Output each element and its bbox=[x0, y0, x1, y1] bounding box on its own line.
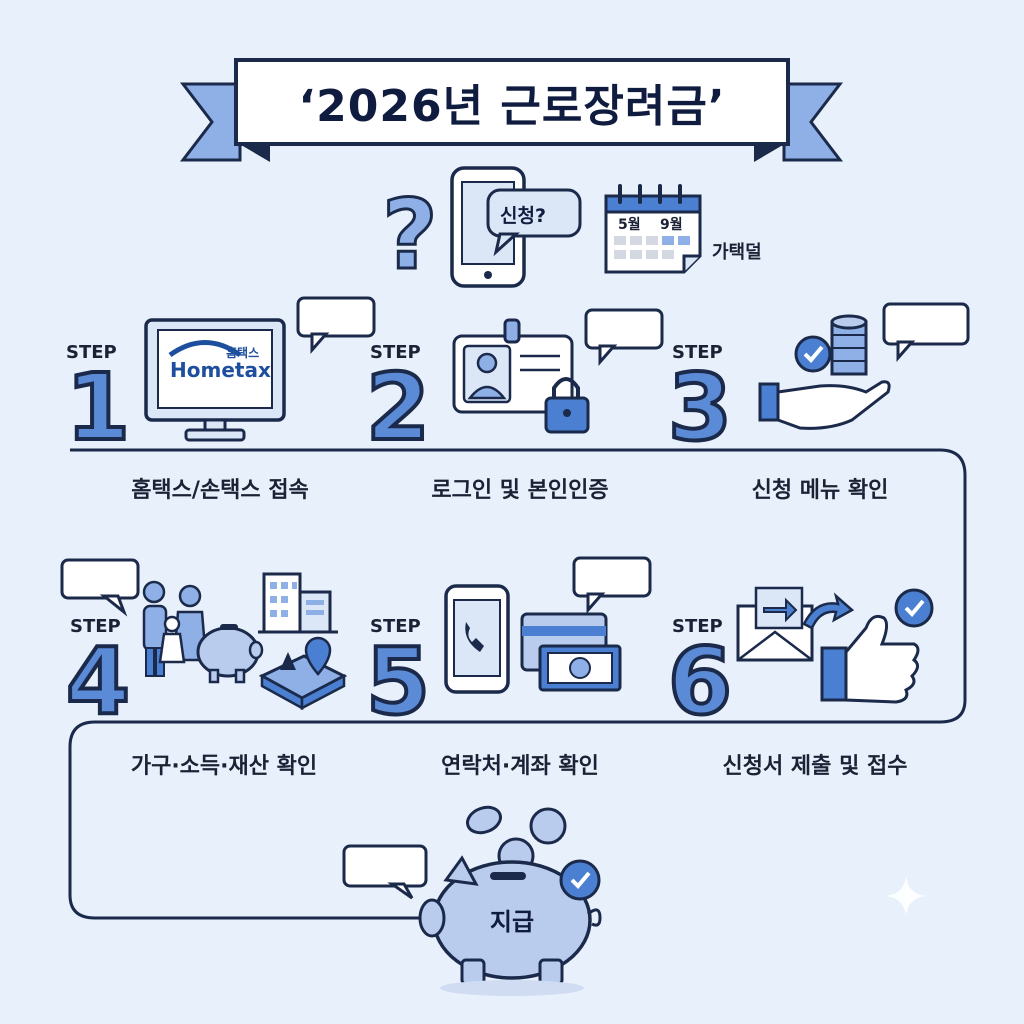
step-4-caption: 가구·소득·재산 확인 bbox=[130, 754, 318, 779]
step-5-number: 5 bbox=[364, 628, 432, 735]
bubble-text: 신청? bbox=[500, 205, 546, 227]
empty-speech-bubble-icon bbox=[342, 844, 428, 900]
calendar-month-left: 5월 bbox=[618, 217, 641, 233]
step-5-label: STEP bbox=[370, 616, 421, 637]
hand-icon bbox=[758, 380, 891, 430]
step-5-caption: 연락처·계좌 확인 bbox=[441, 754, 599, 779]
empty-bubbles bbox=[60, 296, 970, 900]
step-4-label: STEP bbox=[70, 616, 121, 637]
coin-stack-icon bbox=[830, 314, 868, 376]
phone-call-icon bbox=[444, 584, 510, 694]
title-ribbon bbox=[179, 58, 844, 162]
calendar-month-right: 9월 bbox=[660, 217, 683, 233]
step-2-number: 2 bbox=[364, 354, 432, 461]
step-1-caption: 홈택스/손택스 접속 bbox=[131, 478, 309, 503]
page-title: ‘2026년 근로장려금’ bbox=[298, 81, 726, 132]
calendar-icon bbox=[604, 184, 702, 274]
empty-speech-bubble-icon bbox=[572, 556, 652, 614]
monitor-icon bbox=[144, 318, 286, 442]
building-icon bbox=[258, 572, 338, 634]
family-icon bbox=[142, 580, 208, 677]
final-label: 지급 bbox=[489, 908, 535, 936]
empty-speech-bubble-icon bbox=[882, 302, 970, 362]
side-text: 가택덜 bbox=[712, 242, 762, 263]
arrow-right-icon bbox=[802, 592, 855, 630]
speech-bubble-icon bbox=[486, 188, 582, 257]
step-6-caption: 신청서 제출 및 접수 bbox=[722, 754, 908, 779]
lock-icon bbox=[544, 377, 590, 434]
piggy-bank-icon bbox=[196, 624, 264, 684]
hometax-logo-top: 홈택스 bbox=[226, 346, 260, 360]
step-6-label: STEP bbox=[672, 616, 723, 637]
step-4-number: 4 bbox=[64, 628, 132, 735]
step-3-label: STEP bbox=[672, 342, 723, 363]
step-2-caption: 로그인 및 본인인증 bbox=[431, 478, 609, 503]
empty-speech-bubble-icon bbox=[584, 308, 664, 366]
empty-speech-bubble-icon bbox=[296, 296, 376, 354]
question-mark-icon: ? bbox=[382, 179, 438, 291]
flow-path bbox=[68, 448, 967, 920]
thumbs-up-icon bbox=[820, 614, 920, 704]
banknote-icon bbox=[538, 644, 622, 692]
check-circle-icon bbox=[794, 335, 832, 373]
final-piggy-bank-icon bbox=[418, 855, 602, 996]
sparkle-icon bbox=[886, 876, 926, 916]
check-circle-icon bbox=[559, 859, 601, 901]
step-1-label: STEP bbox=[66, 342, 117, 363]
step-1-number: 1 bbox=[64, 354, 132, 461]
step-2-label: STEP bbox=[370, 342, 421, 363]
map-icon bbox=[258, 636, 348, 711]
step-3-number: 3 bbox=[666, 354, 734, 461]
envelope-icon bbox=[736, 586, 814, 662]
hometax-logo-main: Hometax bbox=[170, 358, 271, 382]
step-3-caption: 신청 메뉴 확인 bbox=[751, 478, 889, 503]
empty-speech-bubble-icon bbox=[60, 558, 140, 617]
id-card-icon bbox=[452, 318, 574, 414]
step-6-number: 6 bbox=[666, 628, 734, 735]
check-circle-icon bbox=[894, 588, 934, 628]
